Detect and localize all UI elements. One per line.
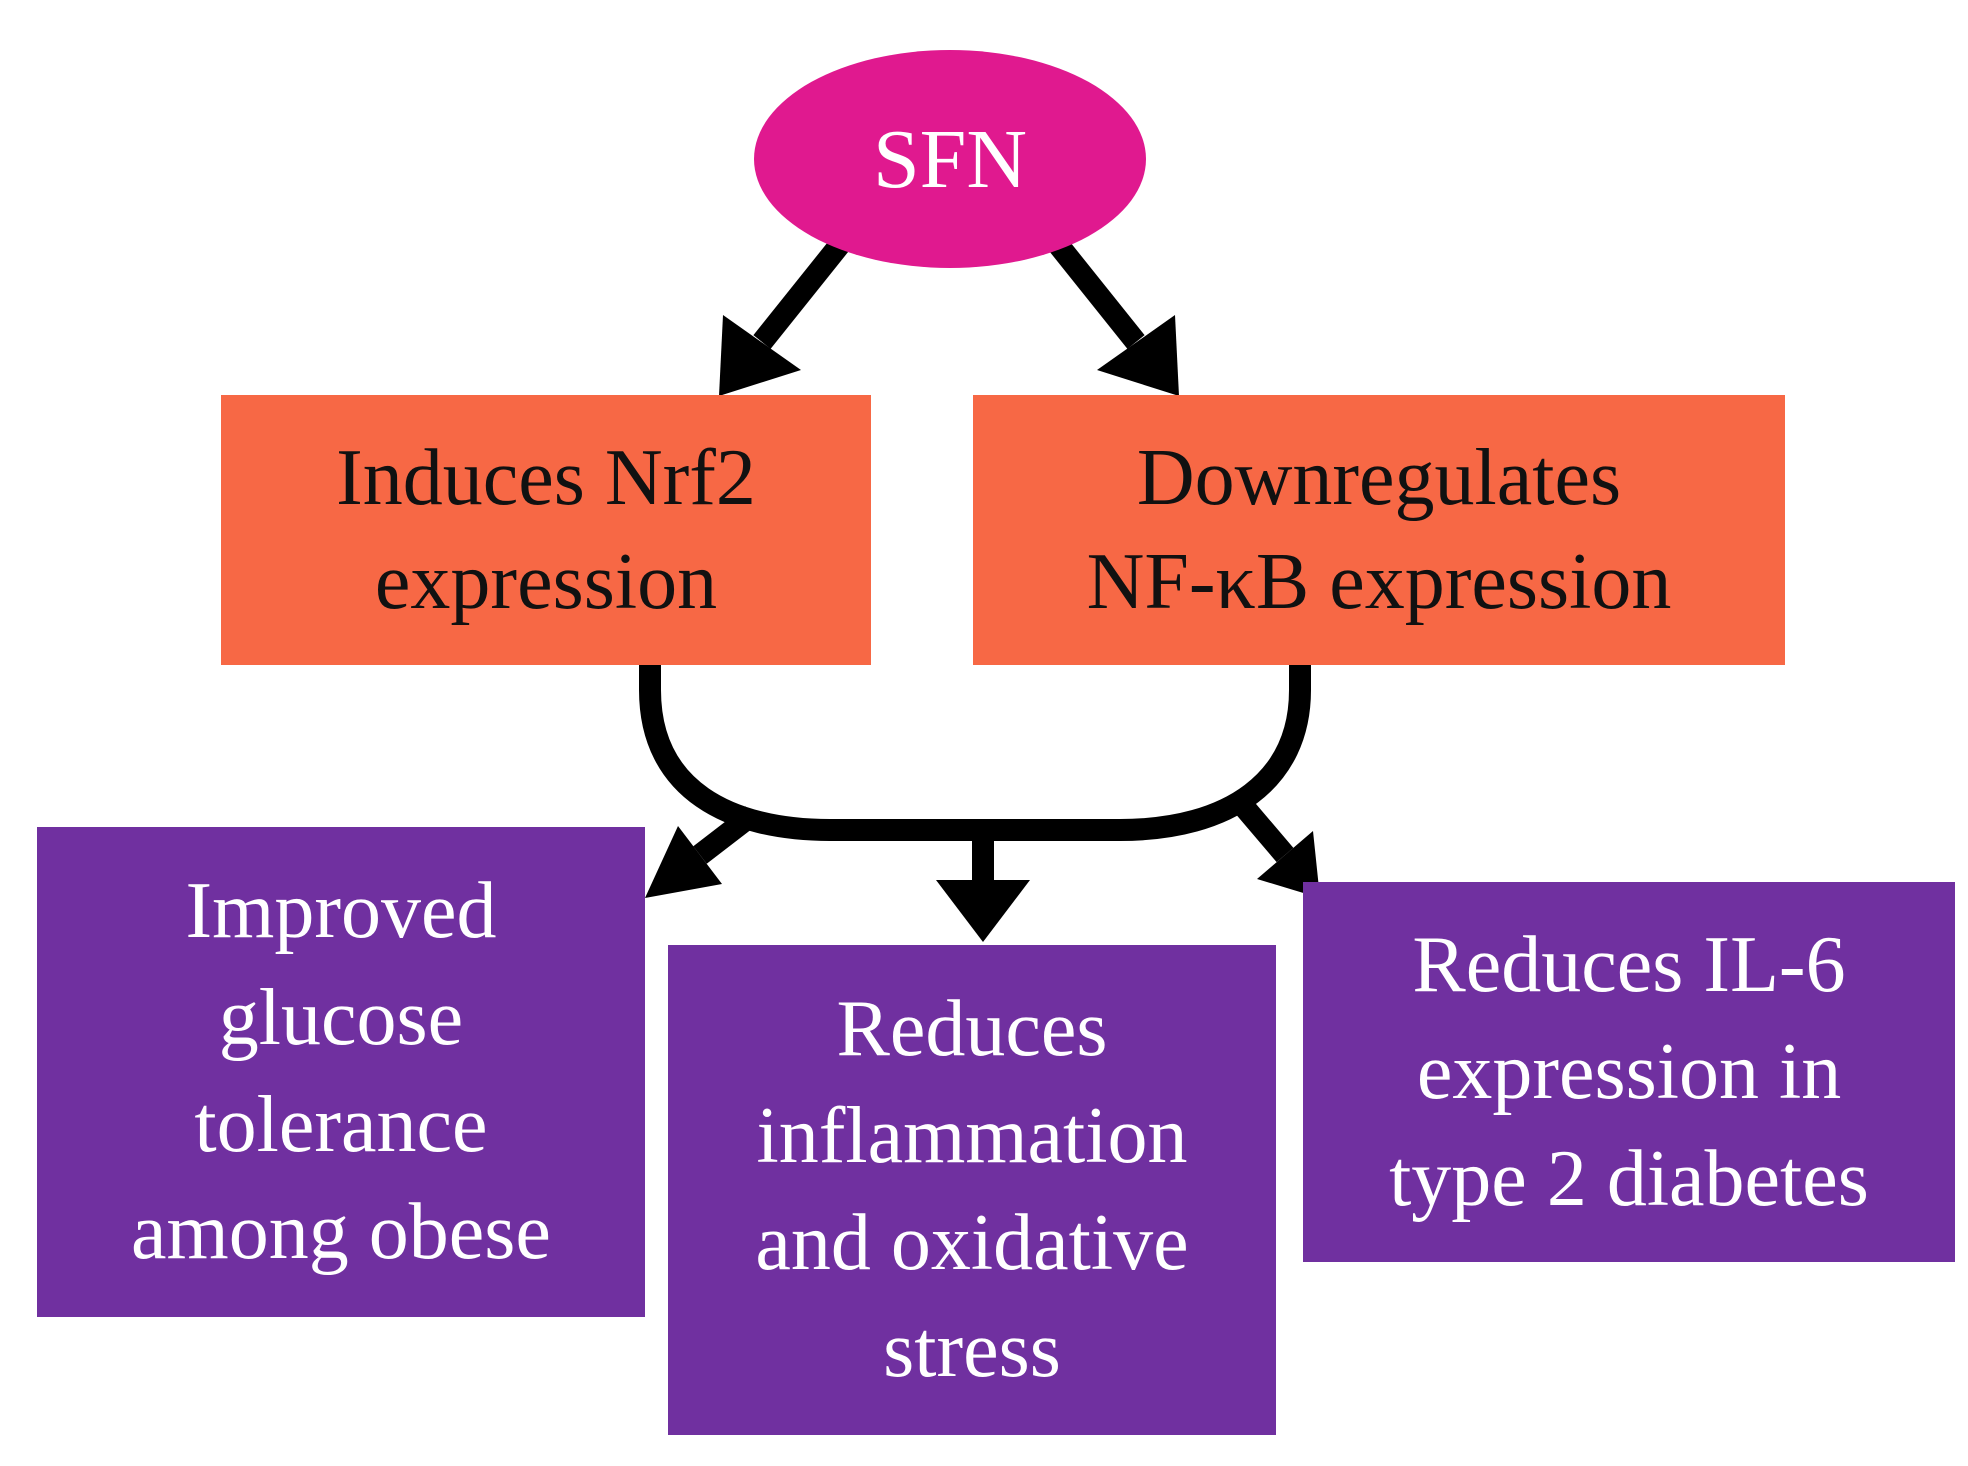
- il6-expression-box: Reduces IL-6 expression in type 2 diabet…: [1303, 882, 1955, 1262]
- sfn-node: SFN: [754, 50, 1146, 268]
- glucose-tolerance-box: Improved glucose tolerance among obese: [37, 827, 645, 1317]
- arrowhead-nfkb: [1097, 315, 1179, 396]
- nfkb-downregulation-box: Downregulates NF-κB expression: [973, 395, 1785, 665]
- glucose-tolerance-label: Improved glucose tolerance among obese: [131, 867, 551, 1276]
- inflammation-stress-box: Reduces inflammation and oxidative stres…: [668, 945, 1276, 1435]
- arrowhead-glucose: [645, 826, 722, 898]
- arrow-to-glucose-outcome: [693, 806, 759, 864]
- il6-expression-label: Reduces IL-6 expression in type 2 diabet…: [1389, 920, 1869, 1223]
- merge-bracket: [639, 665, 1311, 841]
- nfkb-downregulation-label: Downregulates NF-κB expression: [1086, 434, 1672, 626]
- arrowhead-inflammation: [936, 880, 1030, 942]
- nrf2-induction-box: Induces Nrf2 expression: [221, 395, 871, 665]
- arrow-to-il6-outcome: [1236, 800, 1294, 863]
- nrf2-induction-label: Induces Nrf2 expression: [336, 434, 756, 626]
- arrowhead-il6: [1257, 831, 1320, 898]
- arrowhead-nrf2: [719, 315, 801, 396]
- sfn-label: SFN: [872, 112, 1028, 206]
- inflammation-stress-label: Reduces inflammation and oxidative stres…: [755, 985, 1189, 1394]
